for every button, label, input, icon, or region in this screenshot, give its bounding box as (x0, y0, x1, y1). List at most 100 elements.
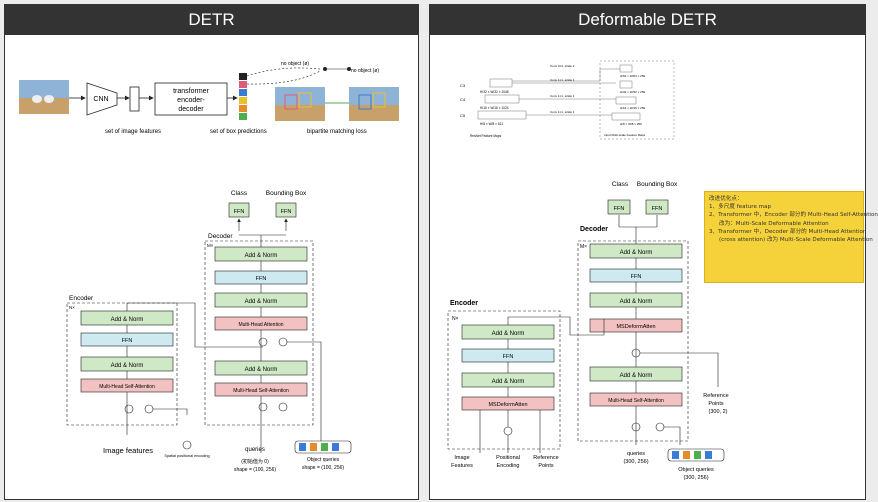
image-features-label: Image features (103, 446, 153, 455)
caption-matching: bipartite matching loss (307, 129, 367, 135)
encoder-title: Encoder (450, 300, 478, 307)
enc-addnorm-1-label: Add & Norm (492, 379, 525, 385)
decoder-label-line: decoder (178, 106, 204, 113)
resnet-c5 (477, 110, 527, 120)
box-predictions (239, 73, 247, 120)
enc-ffn-label: FFN (503, 354, 514, 360)
dim-1: H/32 × W/32 × 2048 (480, 90, 509, 94)
conv-label-2: Conv 1×1, stride 1 (550, 94, 575, 98)
decoder-title: Decoder (580, 226, 608, 233)
ref-points-shape: (300, 2) (709, 409, 728, 415)
out-dim-3: H/16 × W/16 × 256 (620, 106, 646, 110)
note-item-2: 2、Transformer 中，Encoder 部分的 Multi-Head S… (709, 212, 878, 219)
encoder-container (447, 310, 561, 450)
dec-addnorm-3-label: Add & Norm (620, 250, 653, 256)
matching-images (275, 87, 399, 121)
improvement-note: 改进优化点： 1、多尺度 feature map 2、Transformer 中… (704, 191, 878, 283)
dec-mhsa-label: Multi-Head Self-Attention (608, 398, 664, 404)
encoder-nx: N× (69, 305, 75, 310)
object-queries-label: Object queries (678, 467, 714, 473)
encoder-label-line: encoder- (177, 97, 205, 104)
deformable-detr-panel: Deformable DETR C3 C4 C5 H/32 × W/32 × 2… (429, 4, 866, 500)
enc-addnorm-2-label: Add & Norm (492, 331, 525, 337)
encoder-nx: N× (452, 316, 459, 322)
spatial-encoding-symbol (182, 440, 192, 450)
resnet-caption: ResNet Feature Maps (470, 134, 502, 138)
c3-label: C3 (460, 83, 466, 88)
image-label: Image (454, 455, 469, 461)
no-object-label-1: no object (ø) (281, 61, 309, 67)
conv-label-3: Conv 1×1, stride 1 (550, 110, 575, 114)
enc-addnorm-2-label: Add & Norm (111, 317, 144, 323)
out-dim-4: H/8 × W/8 × 256 (620, 122, 642, 126)
decoder-container (577, 240, 689, 442)
decoder-title: Decoder (208, 233, 233, 240)
dec-ffn-label: FFN (631, 274, 642, 280)
detr-diagram: CNN transformer encoder- decoder no obje… (19, 61, 399, 473)
dim-2: H/16 × W/16 × 1024 (480, 106, 509, 110)
dec-mha-label: Multi-Head Attention (238, 322, 283, 328)
enc-ffn-label: FFN (122, 338, 133, 344)
c5-label: C5 (460, 113, 466, 118)
transformer-block (154, 82, 228, 116)
no-object-label-2: no object (ø) (351, 68, 379, 74)
ffn-bbox (645, 199, 669, 215)
deformable-detr-diagram: C3 C4 C5 H/32 × W/32 × 2048 H/16 × W/16 … (447, 60, 729, 481)
enc-mhsa-label: Multi-Head Self-Attention (99, 384, 155, 390)
out-dim-1: H/64 × W/64 × 256 (620, 74, 646, 78)
dec-addnorm-1-label: Add & Norm (620, 373, 653, 379)
dec-addnorm-1-label: Add & Norm (245, 367, 278, 373)
detr-title: DETR (5, 5, 418, 35)
resnet-c3 (489, 78, 513, 88)
feature-block (129, 86, 140, 112)
ffn-class-label: FFN (234, 209, 245, 215)
queries-shape: shape = (100, 256) (234, 467, 276, 473)
caption-features: set of image features (105, 129, 161, 135)
spatial-encoding-label: Spatial positional encoding (164, 454, 209, 458)
note-item-2b: 改为：Multi-Scale Deformable Attention (719, 220, 829, 227)
ffn-bbox-label: FFN (281, 209, 292, 215)
object-queries-shape: shape = (100, 256) (302, 465, 344, 471)
cnn-block (86, 82, 118, 116)
decoder-mx: M× (580, 244, 587, 250)
ref-points-label-2: Points (708, 401, 724, 407)
note-item-3: 3、Transformer 中，Decoder 部分的 Multi-Head A… (709, 228, 867, 235)
caption-predictions: set of box predictions (210, 129, 267, 135)
bbox-label: Bounding Box (637, 181, 678, 188)
enc-addnorm-1-label: Add & Norm (111, 363, 144, 369)
c4-label: C4 (460, 97, 466, 102)
queries-label: queries (627, 451, 645, 457)
note-item-1: 1、多尺度 feature map (709, 204, 772, 211)
ffn-class-label: FFN (614, 206, 625, 212)
bbox-label: Bounding Box (266, 190, 307, 197)
dec-addnorm-2-label: Add & Norm (245, 299, 278, 305)
object-queries-shape: (300, 256) (683, 475, 708, 481)
ffn-class (607, 199, 631, 215)
queries-shape: (300, 256) (623, 459, 648, 465)
encoder-title: Encoder (69, 295, 94, 302)
note-item-3b: (cross attention) 改为 Multi-Scale Deforma… (719, 237, 873, 244)
decoder-mx: M× (207, 243, 214, 248)
transformer-label: transformer (173, 88, 209, 95)
conv-label-1: Conv 1×1, stride 1 (550, 78, 575, 82)
ffn-bbox-label: FFN (652, 206, 663, 212)
queries-label: queries (245, 447, 265, 453)
note-title: 改进优化点： (709, 196, 743, 202)
dec-addnorm-3-label: Add & Norm (245, 253, 278, 259)
positional-label: Positional (496, 455, 520, 461)
dec-addnorm-2-label: Add & Norm (620, 299, 653, 305)
dec-msdeform-label: MSDeformAtten (616, 324, 655, 330)
enc-msdeform-label: MSDeformAtten (488, 402, 527, 408)
cnn-label: CNN (93, 96, 108, 103)
dec-mhsa-label: Multi-Head Self-Attention (233, 388, 289, 394)
decoder-container (204, 240, 314, 426)
multiscale-caption: Input Multi-scale Feature Maps (604, 133, 646, 137)
features-label: Features (451, 463, 473, 469)
multiscale-container (599, 60, 675, 140)
resnet-c4 (484, 94, 520, 104)
class-label: Class (612, 181, 629, 188)
object-queries-label: Object queries (307, 457, 340, 463)
encoder-container (66, 302, 178, 426)
ffn-class (228, 202, 250, 218)
out-dim-2: H/32 × W/32 × 256 (620, 90, 646, 94)
